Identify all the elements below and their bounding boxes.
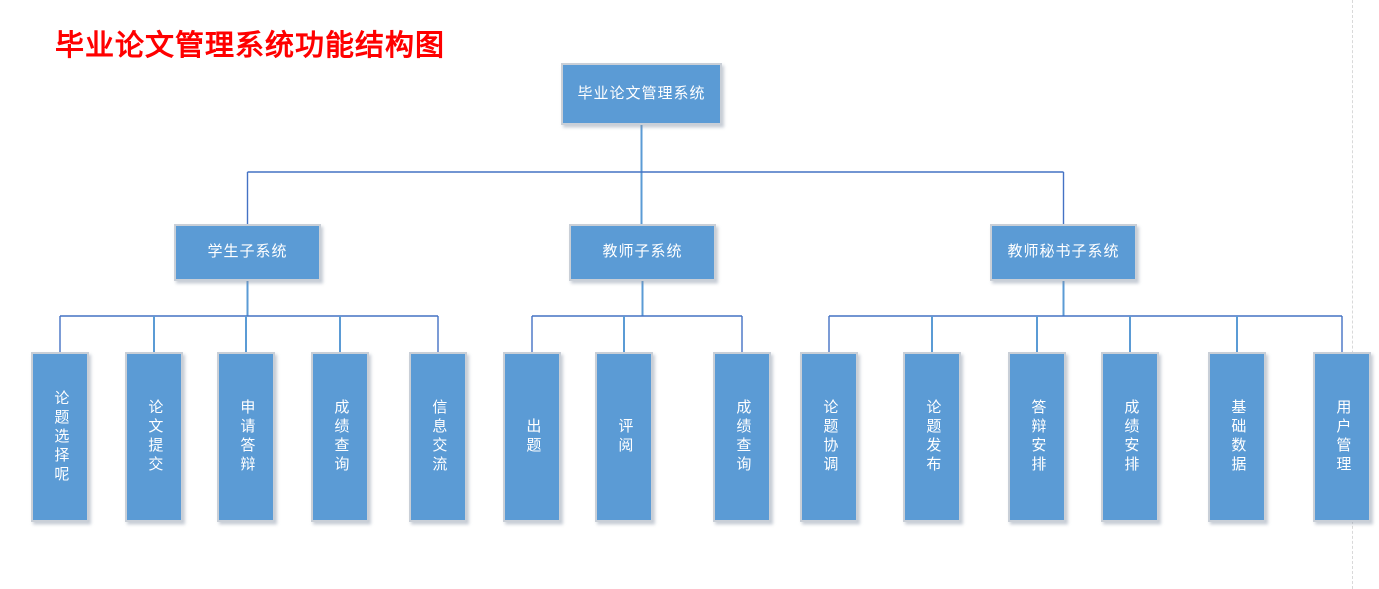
diagram-title: 毕业论文管理系统功能结构图 [55, 30, 446, 62]
leaf-node[interactable]: 成绩查询 [713, 352, 771, 522]
leaf-node[interactable]: 评阅 [595, 352, 653, 522]
leaf-node[interactable]: 基础数据 [1208, 352, 1266, 522]
leaf-node[interactable]: 信息交流 [409, 352, 467, 522]
group-node[interactable]: 教师秘书子系统 [990, 224, 1137, 281]
leaf-node[interactable]: 论题发布 [903, 352, 961, 522]
leaf-node[interactable]: 论题选择呢 [31, 352, 89, 522]
leaf-node[interactable]: 成绩查询 [311, 352, 369, 522]
group-node[interactable]: 学生子系统 [174, 224, 321, 281]
leaf-node[interactable]: 答辩安排 [1008, 352, 1066, 522]
leaf-node[interactable]: 出题 [503, 352, 561, 522]
leaf-node[interactable]: 成绩安排 [1101, 352, 1159, 522]
leaf-node[interactable]: 论题协调 [800, 352, 858, 522]
leaf-node[interactable]: 申请答辩 [217, 352, 275, 522]
page-margin-guide [1352, 0, 1353, 589]
leaf-node[interactable]: 用户管理 [1313, 352, 1371, 522]
leaf-node[interactable]: 论文提交 [125, 352, 183, 522]
group-node[interactable]: 教师子系统 [569, 224, 716, 281]
root-node[interactable]: 毕业论文管理系统 [561, 63, 722, 125]
